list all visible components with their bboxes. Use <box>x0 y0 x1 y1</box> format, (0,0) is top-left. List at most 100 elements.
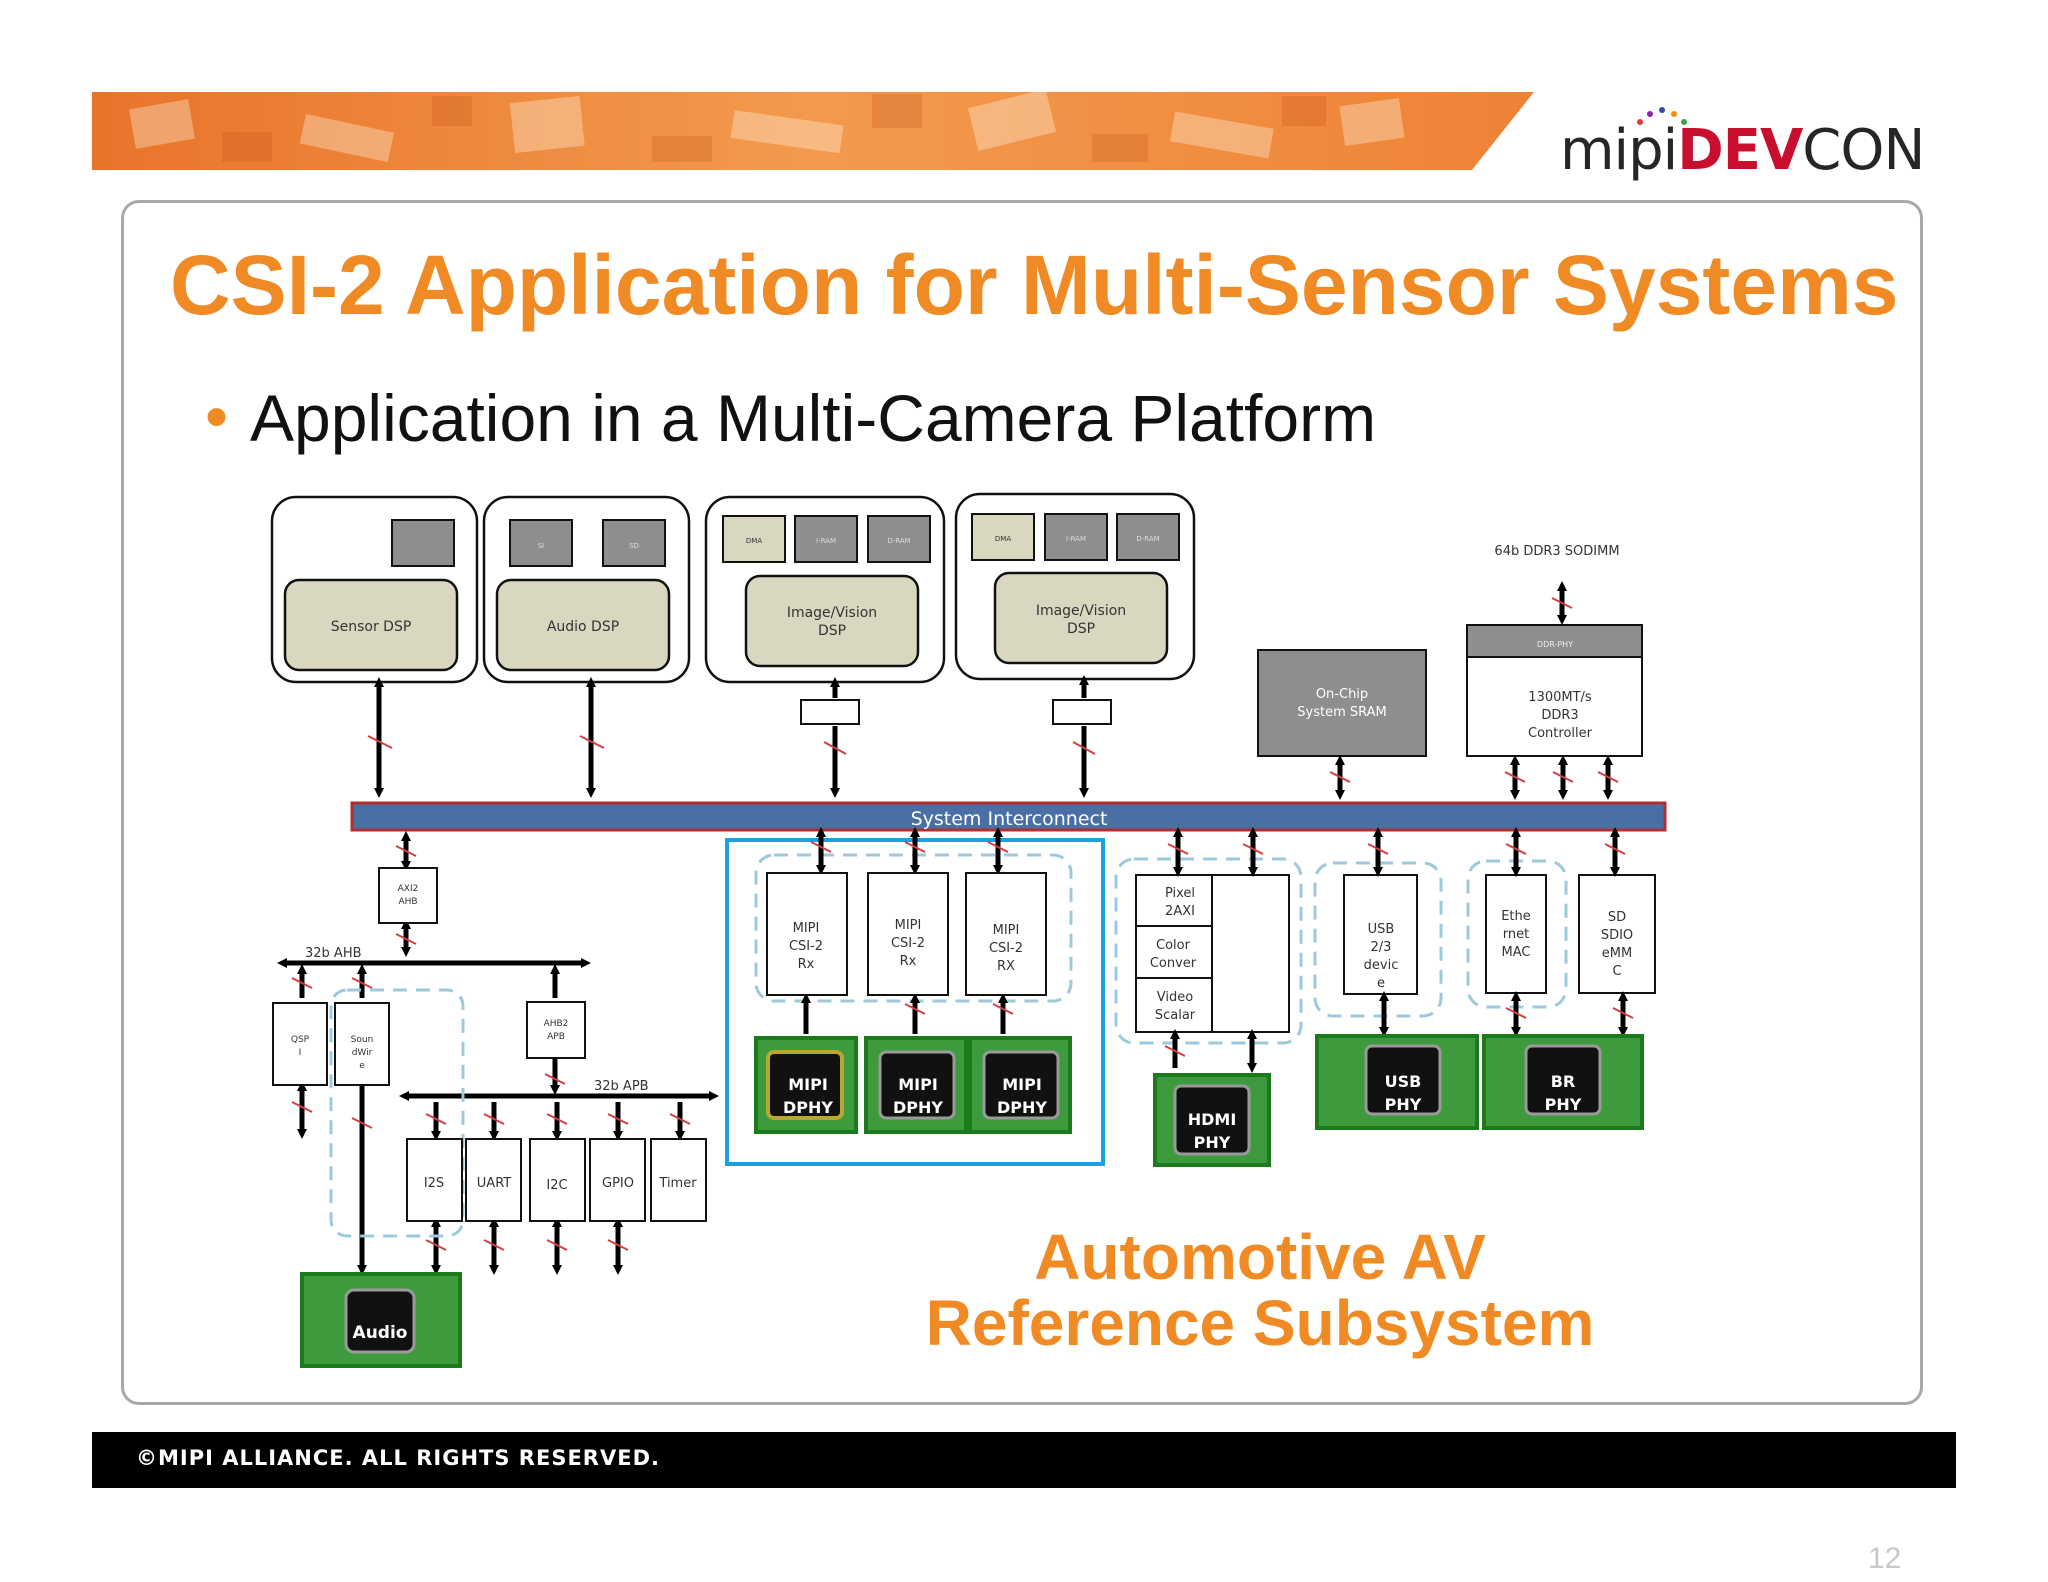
svg-text:dWir: dWir <box>352 1048 373 1058</box>
svg-text:USB: USB <box>1385 1072 1422 1091</box>
svg-text:CSI-2: CSI-2 <box>989 941 1023 956</box>
svg-text:DSP: DSP <box>818 623 846 639</box>
usb-phy: USB PHY <box>1315 1034 1479 1130</box>
svg-text:SDIO: SDIO <box>1601 928 1633 943</box>
svg-text:CSI-2: CSI-2 <box>891 936 925 951</box>
svg-text:On-Chip: On-Chip <box>1316 687 1368 702</box>
svg-text:PHY: PHY <box>1545 1095 1582 1114</box>
svg-text:MIPI: MIPI <box>793 921 820 936</box>
dphy-1: MIPI DPHY <box>754 1036 858 1134</box>
svg-text:APB: APB <box>547 1032 565 1042</box>
svg-text:System SRAM: System SRAM <box>1297 705 1386 720</box>
audio-dsp-cluster: SI SD Audio DSP <box>482 495 691 684</box>
svg-text:Pixel: Pixel <box>1165 886 1195 901</box>
system-interconnect <box>350 801 1667 832</box>
svg-text:AHB2: AHB2 <box>544 1019 569 1029</box>
svg-text:Ethe: Ethe <box>1501 909 1531 924</box>
diagram-caption-line1: Automotive AV <box>1034 1221 1486 1293</box>
slide-title: CSI-2 Application for Multi-Sensor Syste… <box>170 238 1899 332</box>
svg-text:2AXI: 2AXI <box>1165 904 1195 919</box>
svg-text:1300MT/s: 1300MT/s <box>1528 690 1592 705</box>
svg-text:GPIO: GPIO <box>602 1176 634 1191</box>
svg-text:DMA: DMA <box>746 537 762 545</box>
bullet-icon: • <box>205 379 229 453</box>
svg-text:MIPI: MIPI <box>993 923 1020 938</box>
svg-text:PHY: PHY <box>1385 1095 1422 1114</box>
audio-phy-label: Audio <box>353 1323 408 1343</box>
svg-text:Timer: Timer <box>658 1176 697 1191</box>
svg-text:BR: BR <box>1551 1072 1576 1091</box>
svg-text:Soun: Soun <box>351 1035 374 1045</box>
svg-text:DMA: DMA <box>995 535 1011 543</box>
svg-text:PHY: PHY <box>1194 1133 1231 1152</box>
svg-text:Conver: Conver <box>1150 956 1197 971</box>
logo-dots-icon <box>1637 107 1687 125</box>
diagram-caption-line2: Reference Subsystem <box>925 1287 1595 1359</box>
svg-text:MIPI: MIPI <box>898 1075 938 1094</box>
svg-text:USB: USB <box>1368 922 1395 937</box>
audio-dsp-label: Audio DSP <box>547 619 619 635</box>
svg-text:DDR-PHY: DDR-PHY <box>1537 640 1573 649</box>
svg-text:DPHY: DPHY <box>783 1098 833 1117</box>
svg-text:devic: devic <box>1364 958 1399 973</box>
sensor-dsp-label: Sensor DSP <box>331 619 412 635</box>
svg-text:DDR3: DDR3 <box>1541 708 1578 723</box>
bullet-text: Application in a Multi-Camera Platform <box>250 381 1377 455</box>
svg-text:I2C: I2C <box>546 1178 567 1193</box>
svg-text:SD: SD <box>1608 910 1626 925</box>
svg-text:Color: Color <box>1156 938 1191 953</box>
ahb-bus-label: 32b AHB <box>305 946 362 961</box>
svg-text:I-RAM: I-RAM <box>816 537 836 545</box>
svg-text:D-RAM: D-RAM <box>1136 535 1159 543</box>
svg-text:MIPI: MIPI <box>895 918 922 933</box>
audio-sd-label: SD <box>629 542 639 550</box>
svg-text:MIPI: MIPI <box>1002 1075 1042 1094</box>
svg-text:DPHY: DPHY <box>997 1098 1047 1117</box>
sensor-dsp-cluster: Sensor DSP <box>270 495 479 684</box>
apb-bus-label: 32b APB <box>594 1079 649 1094</box>
svg-text:e: e <box>359 1061 365 1071</box>
dphy-3: MIPI DPHY <box>968 1036 1072 1134</box>
page-number: 12 <box>1868 1542 1902 1575</box>
svg-text:eMM: eMM <box>1602 946 1632 961</box>
svg-text:DSP: DSP <box>1067 621 1095 637</box>
svg-text:rnet: rnet <box>1503 927 1529 942</box>
mipi-devcon-logo: mipiDEVCON <box>1560 118 1925 183</box>
svg-text:Image/Vision: Image/Vision <box>1036 603 1126 619</box>
svg-text:AXI2: AXI2 <box>398 884 419 894</box>
hdmi-phy: HDMI PHY <box>1153 1073 1271 1167</box>
svg-text:QSP: QSP <box>291 1035 310 1045</box>
footer-bar <box>92 1432 1956 1488</box>
sodimm-label: 64b DDR3 SODIMM <box>1494 544 1619 559</box>
svg-text:Rx: Rx <box>798 957 815 972</box>
svg-text:I-RAM: I-RAM <box>1066 535 1086 543</box>
svg-text:Image/Vision: Image/Vision <box>787 605 877 621</box>
header-banner <box>92 92 1534 170</box>
svg-text:2/3: 2/3 <box>1371 940 1392 955</box>
svg-text:MAC: MAC <box>1502 945 1531 960</box>
svg-text:I2S: I2S <box>424 1176 444 1191</box>
svg-text:Controller: Controller <box>1528 726 1593 741</box>
svg-text:CSI-2: CSI-2 <box>789 939 823 954</box>
content-frame <box>121 200 1923 1405</box>
svg-text:RX: RX <box>997 959 1015 974</box>
svg-text:MIPI: MIPI <box>788 1075 828 1094</box>
svg-text:I: I <box>299 1048 302 1058</box>
svg-text:D-RAM: D-RAM <box>887 537 910 545</box>
image-dsp-cluster-2: DMA I-RAM D-RAM Image/Vision DSP <box>954 492 1196 681</box>
interconnect-label: System Interconnect <box>911 808 1108 830</box>
svg-text:Rx: Rx <box>900 954 917 969</box>
svg-text:HDMI: HDMI <box>1188 1110 1237 1129</box>
svg-text:DPHY: DPHY <box>893 1098 943 1117</box>
svg-text:e: e <box>1377 976 1385 991</box>
br-phy: BR PHY <box>1482 1034 1644 1130</box>
svg-text:AHB: AHB <box>398 897 417 907</box>
svg-text:Video: Video <box>1157 990 1193 1005</box>
dphy-2: MIPI DPHY <box>864 1036 968 1134</box>
svg-text:C: C <box>1612 964 1621 979</box>
svg-text:UART: UART <box>477 1176 511 1191</box>
audio-si-label: SI <box>538 542 545 550</box>
copyright-text: ©MIPI ALLIANCE. ALL RIGHTS RESERVED. <box>136 1446 660 1470</box>
image-dsp-cluster-1: DMA I-RAM D-RAM Image/Vision DSP <box>704 495 946 684</box>
